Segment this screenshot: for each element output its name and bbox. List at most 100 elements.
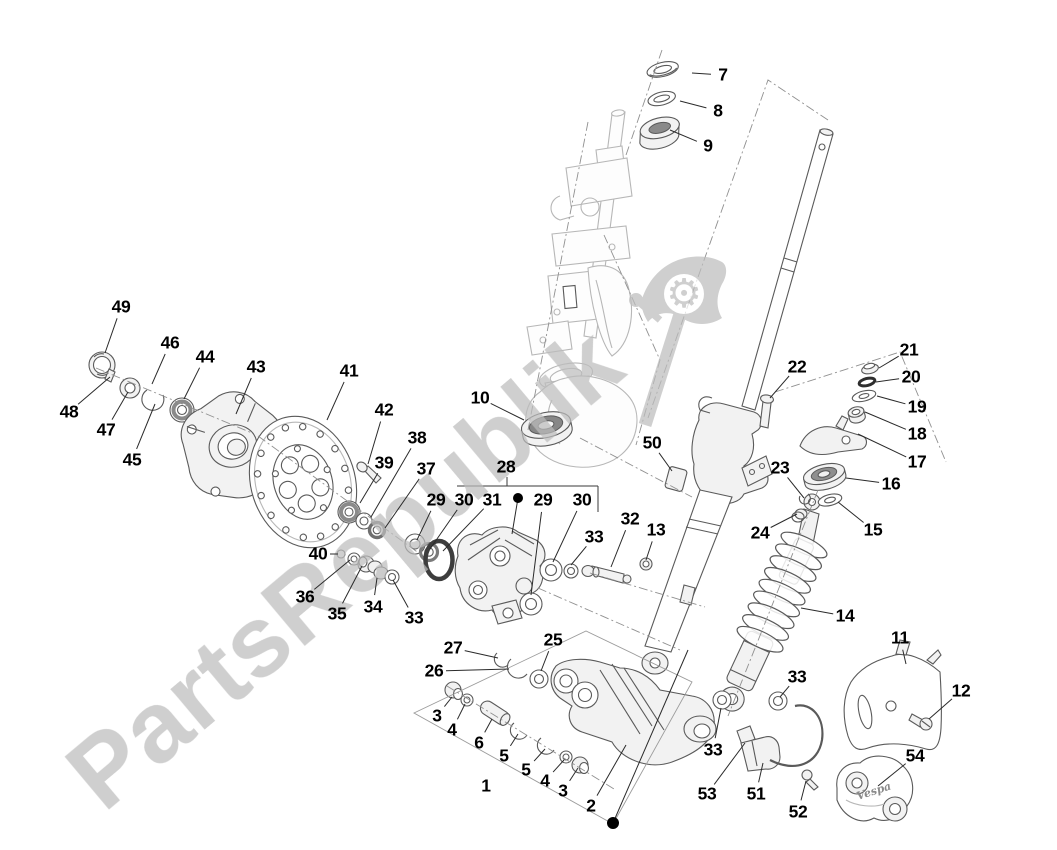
part-label-28-16[interactable]: 28 [496, 456, 516, 477]
part-label-29-17[interactable]: 29 [426, 489, 446, 510]
leader-line [878, 355, 899, 369]
leader-line [612, 649, 689, 824]
assembly-dot [513, 493, 523, 503]
leader-line [669, 129, 698, 142]
part-label-1-60[interactable]: 1 [481, 775, 491, 796]
part-label-10-3[interactable]: 10 [470, 387, 490, 408]
part-label-51-50[interactable]: 51 [746, 783, 766, 804]
part-label-27-31[interactable]: 27 [443, 637, 463, 658]
leader-line [552, 510, 578, 563]
leader-line [509, 733, 519, 747]
part-label-4-58[interactable]: 4 [540, 770, 550, 791]
part-label-14-44[interactable]: 14 [835, 605, 855, 626]
leader-line [658, 452, 673, 472]
part-label-33-30[interactable]: 33 [404, 607, 424, 628]
leader-line [77, 376, 111, 405]
svg-text:⚙: ⚙ [666, 271, 702, 317]
part-label-46-5[interactable]: 46 [160, 332, 180, 353]
part-label-23-41[interactable]: 23 [770, 457, 790, 478]
fork-tube [641, 128, 834, 675]
part-label-25-33[interactable]: 25 [543, 629, 563, 650]
part-label-32-23[interactable]: 32 [620, 508, 640, 529]
circlip-bushing-23-24 [791, 493, 811, 523]
leader-line [359, 473, 379, 504]
part-label-34-29[interactable]: 34 [363, 596, 383, 617]
leader-line [313, 559, 351, 590]
part-label-7-0[interactable]: 7 [718, 64, 728, 85]
part-label-49-4[interactable]: 49 [111, 296, 131, 317]
part-label-40-26[interactable]: 40 [308, 543, 328, 564]
part-label-36-27[interactable]: 36 [295, 586, 315, 607]
leader-line [326, 381, 345, 421]
part-label-17-39[interactable]: 17 [907, 451, 927, 472]
part-label-18-38[interactable]: 18 [907, 423, 927, 444]
leader-line [151, 353, 166, 385]
part-label-30-21[interactable]: 30 [572, 489, 592, 510]
part-label-38-14[interactable]: 38 [407, 427, 427, 448]
part-label-3-59[interactable]: 3 [558, 780, 568, 801]
steering-washers [639, 61, 680, 150]
leader-line [183, 367, 201, 400]
part-label-2-61[interactable]: 2 [586, 795, 596, 816]
part-label-24-42[interactable]: 24 [750, 522, 770, 543]
part-label-8-1[interactable]: 8 [713, 100, 723, 121]
part-label-16-40[interactable]: 16 [881, 473, 901, 494]
leader-line [111, 391, 129, 420]
fork-cover [843, 639, 942, 751]
part-label-35-28[interactable]: 35 [327, 603, 347, 624]
leader-line [530, 511, 542, 596]
part-label-19-37[interactable]: 19 [907, 396, 927, 417]
part-label-6-55[interactable]: 6 [474, 732, 484, 753]
part-label-22-34[interactable]: 22 [787, 356, 807, 377]
part-label-33-47[interactable]: 33 [787, 666, 807, 687]
leader-line [235, 377, 252, 415]
part-label-5-56[interactable]: 5 [499, 745, 509, 766]
gear-icon: ⚙ [664, 271, 704, 317]
part-label-21-35[interactable]: 21 [899, 339, 919, 360]
leader-line [456, 703, 466, 720]
part-label-9-2[interactable]: 9 [703, 135, 713, 156]
part-label-13-24[interactable]: 13 [646, 519, 666, 540]
leader-line [490, 402, 525, 421]
leader-line [928, 698, 953, 720]
leader-line [464, 650, 499, 659]
shock-spring [719, 531, 828, 712]
leader-line [864, 411, 907, 430]
part-label-3-53[interactable]: 3 [432, 705, 442, 726]
part-label-45-12[interactable]: 45 [122, 449, 142, 470]
part-label-4-54[interactable]: 4 [447, 719, 457, 740]
part-label-33-48[interactable]: 33 [703, 739, 723, 760]
part-label-37-15[interactable]: 37 [416, 458, 436, 479]
part-label-11-45[interactable]: 11 [891, 627, 909, 648]
part-label-15-43[interactable]: 15 [863, 519, 883, 540]
axle-bolt [356, 461, 382, 484]
leader-line [104, 318, 118, 354]
leader-line [837, 501, 864, 523]
leader-line [444, 696, 453, 707]
part-label-52-51[interactable]: 52 [788, 801, 808, 822]
part-label-39-13[interactable]: 39 [374, 452, 394, 473]
part-label-5-57[interactable]: 5 [521, 759, 531, 780]
part-label-47-11[interactable]: 47 [96, 419, 116, 440]
part-label-31-19[interactable]: 31 [482, 489, 502, 510]
speed-sensor [712, 690, 824, 791]
part-label-30-18[interactable]: 30 [454, 489, 474, 510]
part-label-42-9[interactable]: 42 [374, 399, 394, 420]
part-label-43-7[interactable]: 43 [246, 356, 266, 377]
part-label-33-22[interactable]: 33 [584, 526, 604, 547]
leader-line [552, 759, 565, 773]
leader-line [610, 530, 627, 568]
leader-line [384, 478, 420, 529]
part-label-50-25[interactable]: 50 [642, 432, 662, 453]
part-label-44-6[interactable]: 44 [195, 346, 215, 367]
part-label-41-8[interactable]: 41 [339, 360, 359, 381]
part-label-48-10[interactable]: 48 [59, 401, 79, 422]
part-label-29-20[interactable]: 29 [533, 489, 553, 510]
part-label-26-32[interactable]: 26 [424, 660, 444, 681]
part-label-20-36[interactable]: 20 [901, 366, 921, 387]
part-label-54-52[interactable]: 54 [905, 745, 925, 766]
part-label-12-46[interactable]: 12 [951, 680, 971, 701]
part-label-53-49[interactable]: 53 [697, 783, 717, 804]
